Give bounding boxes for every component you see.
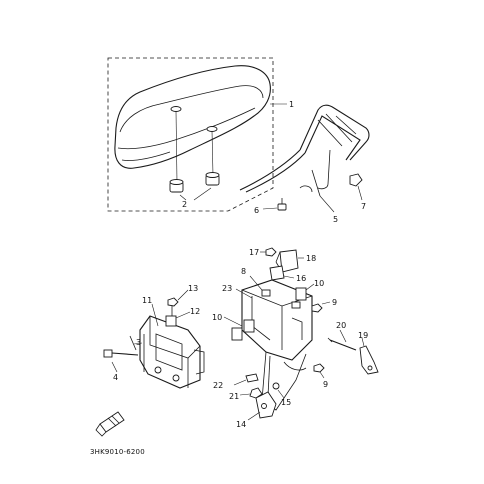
callout-10-right: 10 bbox=[314, 279, 324, 288]
callout-17: 17 bbox=[249, 248, 259, 257]
clip bbox=[233, 373, 259, 386]
callout-10-left: 10 bbox=[212, 313, 222, 322]
bolt bbox=[311, 301, 331, 313]
fitting-bracket bbox=[247, 382, 285, 421]
clip bbox=[269, 265, 295, 281]
bolt bbox=[260, 247, 277, 257]
callout-7: 7 bbox=[361, 202, 366, 211]
pad bbox=[165, 311, 191, 327]
bolt bbox=[313, 363, 325, 379]
stay bbox=[359, 337, 379, 375]
pad bbox=[295, 283, 315, 301]
callout-12: 12 bbox=[190, 307, 200, 316]
pad bbox=[223, 316, 255, 341]
seat-assembly-boundary bbox=[107, 57, 274, 212]
screw bbox=[129, 335, 143, 351]
front-direction-icon bbox=[95, 411, 125, 437]
callout-2: 2 bbox=[182, 200, 187, 209]
seat-damper bbox=[169, 172, 220, 201]
rear-carrier bbox=[239, 104, 370, 197]
seat bbox=[114, 65, 271, 183]
callout-16: 16 bbox=[296, 274, 306, 283]
callout-4: 4 bbox=[113, 373, 118, 382]
diagram-code: 3HK9010-6200 bbox=[90, 448, 145, 456]
callout-19: 19 bbox=[358, 331, 368, 340]
bolt bbox=[262, 198, 287, 211]
callout-9-upper: 9 bbox=[332, 298, 337, 307]
callout-9-lower: 9 bbox=[323, 380, 328, 389]
bolt bbox=[167, 289, 189, 318]
callout-21: 21 bbox=[229, 392, 239, 401]
callout-18: 18 bbox=[306, 254, 316, 263]
callout-6: 6 bbox=[254, 206, 259, 215]
callout-22: 22 bbox=[213, 381, 223, 390]
callout-14: 14 bbox=[236, 420, 246, 429]
callout-11: 11 bbox=[142, 296, 152, 305]
callout-20: 20 bbox=[336, 321, 346, 330]
callout-5: 5 bbox=[333, 215, 338, 224]
long-bolt bbox=[103, 349, 139, 373]
callout-3: 3 bbox=[136, 338, 141, 347]
callout-23: 23 bbox=[222, 284, 232, 293]
callout-13: 13 bbox=[188, 284, 198, 293]
callout-8: 8 bbox=[241, 267, 246, 276]
rod bbox=[327, 329, 357, 351]
callout-1: 1 bbox=[289, 100, 294, 109]
nut bbox=[349, 173, 363, 201]
battery-box bbox=[139, 303, 205, 389]
callout-15: 15 bbox=[281, 398, 291, 407]
